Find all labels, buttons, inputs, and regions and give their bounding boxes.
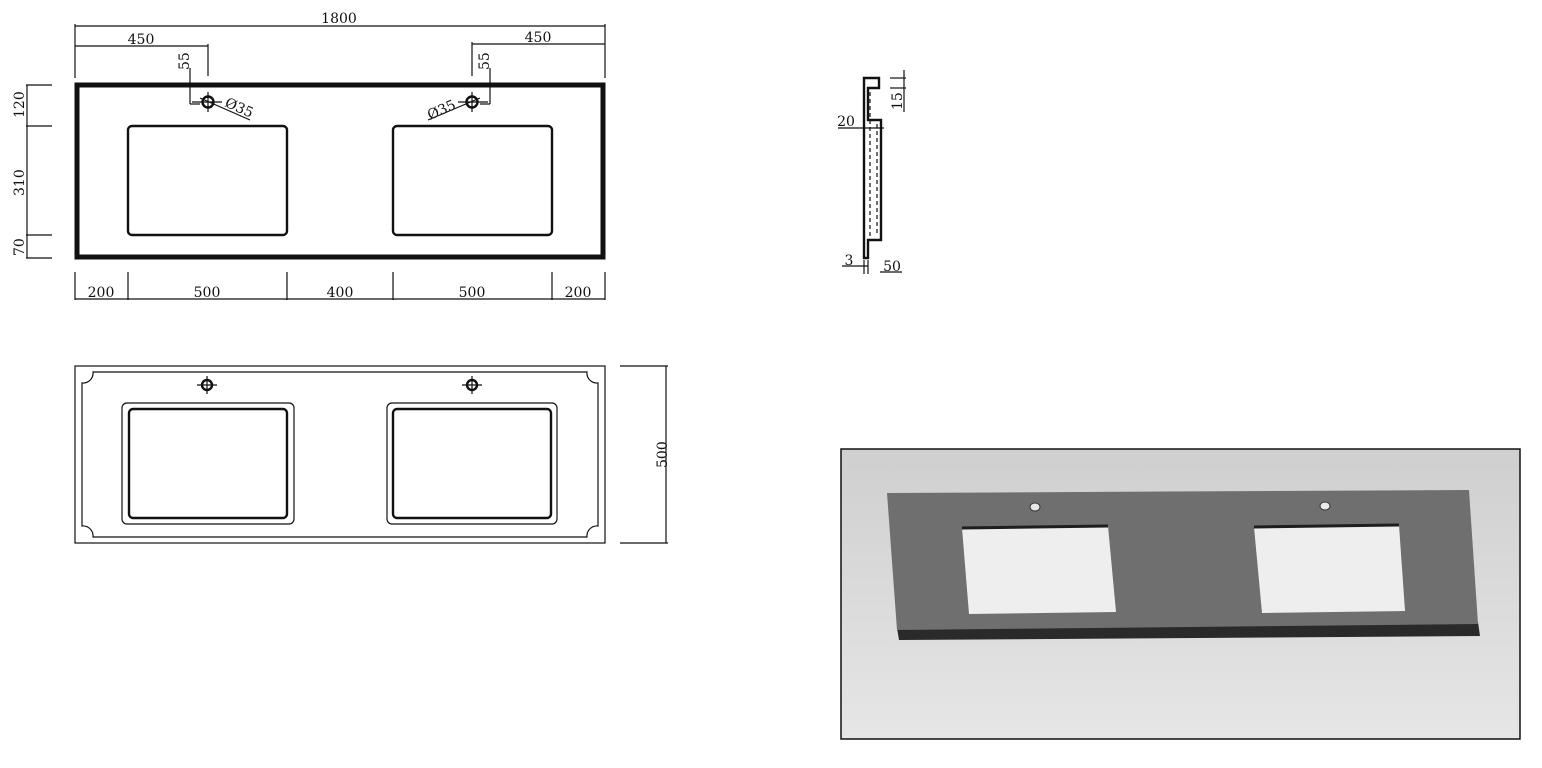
top-basin-right-inner — [391, 407, 553, 520]
dim-vertical-top: 120 — [12, 91, 28, 118]
top-slab-inner-border — [81, 371, 599, 538]
dim-tap-hole-right: Ø35 — [425, 97, 458, 124]
front-basin-left — [126, 124, 289, 237]
dim-depth: 500 — [655, 441, 671, 468]
top-basin-left-outer — [121, 402, 295, 525]
tap-hole-left-icon — [192, 92, 222, 112]
dim-tap-hole-left: Ø35 — [222, 95, 255, 122]
top-basin-right-outer — [386, 402, 558, 525]
dim-bottom-seg-5: 200 — [565, 285, 592, 301]
front-view: 1800 450 450 55 55 Ø35 Ø35 120 310 70 — [12, 11, 606, 301]
tap-hole-right-icon — [458, 92, 488, 112]
dim-overall-width: 1800 — [321, 11, 357, 27]
dim-tap-offset-left: 450 — [128, 32, 155, 48]
section-profile — [862, 76, 883, 260]
dim-tap-offset-right: 450 — [525, 30, 552, 46]
front-slab-outline — [74, 82, 606, 260]
render-tap-hole-right-icon — [1319, 501, 1331, 511]
dim-tap-height-left: 55 — [177, 52, 193, 70]
top-slab-outline — [74, 365, 606, 544]
top-tap-hole-left-icon — [197, 376, 217, 394]
top-view: 500 — [74, 365, 671, 544]
top-tap-hole-right-icon — [462, 376, 482, 394]
dim-bottom-seg-2: 500 — [194, 285, 221, 301]
render-basin-left — [962, 526, 1116, 614]
dim-tap-height-right: 55 — [477, 52, 493, 70]
dim-section-depth: 50 — [883, 259, 901, 275]
dim-vertical-bottom: 70 — [12, 238, 28, 256]
render-basin-right — [1254, 525, 1405, 613]
dim-bottom-seg-4: 500 — [459, 285, 486, 301]
dim-section-gap: 3 — [845, 253, 854, 269]
dim-bottom-seg-3: 400 — [327, 285, 354, 301]
render-tap-hole-left-icon — [1029, 502, 1041, 512]
dim-section-lip: 20 — [837, 114, 855, 130]
dim-section-top: 15 — [890, 92, 906, 110]
section-view: 15 20 3 50 — [837, 70, 906, 275]
front-basin-right — [391, 124, 554, 237]
top-basin-left-inner — [127, 407, 289, 520]
dim-bottom-seg-1: 200 — [88, 285, 115, 301]
render-view — [840, 448, 1521, 740]
dim-vertical-middle: 310 — [12, 169, 28, 196]
